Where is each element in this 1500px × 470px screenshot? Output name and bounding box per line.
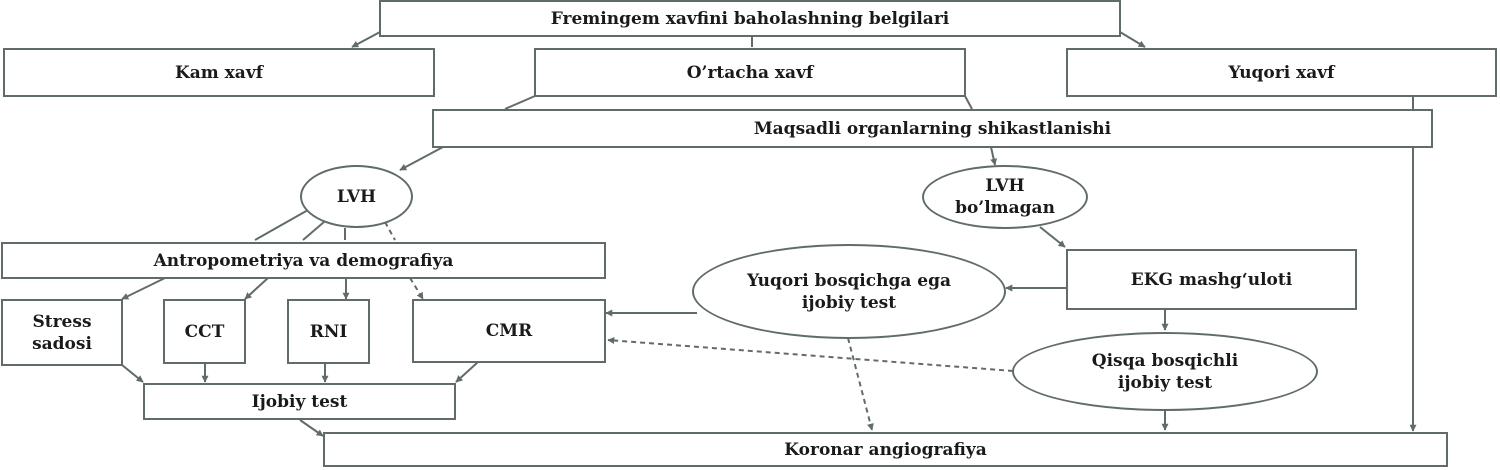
arrow-stress-to-positive	[121, 364, 144, 383]
node-stress-echo: Stress sadosi	[1, 299, 123, 366]
node-positive-test: Ijobiy test	[143, 383, 456, 420]
node-rni: RNI	[287, 299, 370, 364]
arrow-short-stage-to-cmr-dashed	[607, 336, 1014, 372]
arrow-target-to-lvh	[399, 146, 444, 171]
arrow-anthro-to-cct	[244, 277, 269, 300]
arrow-root-to-low	[351, 31, 381, 48]
line-medium-to-target-right	[964, 95, 973, 110]
node-ekg-exercise: EKG mashg‘uloti	[1066, 249, 1357, 310]
arrow-anthro-to-stress	[121, 277, 166, 300]
node-short-stage-positive-test: Qisqa bosqichli ijobiy test	[1012, 332, 1318, 411]
arrow-high-stage-to-angio-dashed	[847, 337, 874, 431]
line-medium-to-target-left	[504, 95, 536, 110]
node-target-organ-damage: Maqsadli organlarning shikastlanishi	[432, 109, 1433, 148]
arrow-no-lvh-to-ekg	[1039, 226, 1066, 248]
line-lvh-to-stress	[254, 209, 309, 241]
node-medium-risk: O’rtacha xavf	[534, 48, 966, 97]
node-high-risk: Yuqori xavf	[1066, 48, 1497, 97]
node-cmr: CMR	[412, 299, 606, 363]
node-anthropometry-demography: Antropometriya va demografiya	[1, 242, 606, 279]
node-lvh: LVH	[300, 165, 413, 228]
node-low-risk: Kam xavf	[3, 48, 435, 97]
line-lvh-to-cmr-dashed	[384, 221, 396, 241]
node-high-stage-positive-test: Yuqori bosqichga ega ijobiy test	[692, 244, 1006, 339]
arrow-positive-to-angio	[299, 419, 324, 437]
line-lvh-to-cct	[302, 221, 325, 241]
node-cct: CCT	[163, 299, 246, 364]
arrow-target-to-no-lvh	[990, 146, 998, 166]
arrow-cmr-to-positive	[455, 361, 479, 383]
node-coronary-angiography: Koronar angiografiya	[323, 432, 1448, 467]
node-framingham-criteria: Fremingem xavfini baholashning belgilari	[379, 0, 1121, 37]
node-no-lvh: LVH bo’lmagan	[922, 165, 1088, 229]
arrow-anthro-to-cmr-dashed	[409, 277, 424, 300]
arrow-root-to-high	[1119, 31, 1146, 48]
